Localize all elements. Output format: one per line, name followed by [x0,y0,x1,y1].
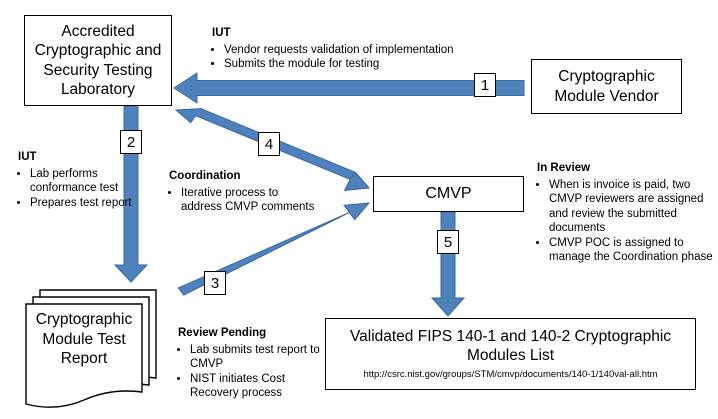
step-1-badge: 1 [474,73,496,97]
step-4-badge: 4 [258,132,280,156]
note-bullets: Iterative process to address CMVP commen… [169,186,319,215]
note-iut-vendor: IUT Vendor requests validation of implem… [212,26,502,72]
fips-list-node: Validated FIPS 140-1 and 140-2 Cryptogra… [325,318,696,390]
report-line-3: Report [60,350,108,367]
note-bullets: Lab performs conformance test Prepares t… [18,167,138,211]
step-5-badge: 5 [437,230,459,254]
step-3-badge: 3 [204,271,226,295]
note-bullet: Lab performs conformance test [30,167,138,196]
lab-line-4: Laboratory [60,81,136,98]
arrow-vendor-to-lab [173,72,525,104]
report-node: Cryptographic Module Test Report [14,288,159,398]
lab-line-1: Accredited [61,22,135,40]
note-bullet: Lab submits test report to CMVP [190,343,323,372]
note-bullet: Prepares test report [30,196,138,211]
note-heading: In Review [537,162,591,174]
note-iut-lab: IUT Lab performs conformance test Prepar… [18,150,138,210]
note-bullet: NIST initiates Cost Recovery process [190,372,323,401]
arrow-lab-cmvp-body [174,108,371,191]
vendor-line-1: Cryptographic [558,67,655,85]
report-line-2: Module Test [42,330,126,348]
note-bullet: When is invoice is paid, two CMVP review… [549,178,717,236]
note-heading: IUT [212,27,231,39]
lab-line-3: Security Testing [43,61,153,79]
note-in-review: In Review When is invoice is paid, two C… [537,161,717,265]
note-bullet: Vendor requests validation of implementa… [224,43,502,58]
note-heading: Coordination [169,170,241,182]
report-line-1: Cryptographic [35,311,133,328]
report-document-stack [25,289,157,408]
arrow-cmvp-to-fips [430,211,466,317]
vendor-line-2: Module Vendor [554,87,659,105]
note-bullet: Submits the module for testing [224,57,502,72]
fips-url: http://csrc.nist.gov/groups/STM/cmvp/doc… [363,368,658,380]
lab-line-2: Cryptographic and [34,42,162,59]
cmvp-label: CMVP [425,185,472,202]
note-heading: IUT [18,151,37,163]
note-coordination: Coordination Iterative process to addres… [169,169,319,215]
note-bullet: Iterative process to address CMVP commen… [181,186,319,215]
note-review-pending: Review Pending Lab submits test report t… [178,326,323,401]
step-2-badge: 2 [120,130,142,154]
fips-line-2: Modules List [466,346,554,364]
note-bullet: CMVP POC is assigned to manage the Coord… [549,236,717,265]
note-heading: Review Pending [178,327,267,339]
vendor-node: Cryptographic Module Vendor [531,59,682,114]
note-bullets: When is invoice is paid, two CMVP review… [537,178,717,265]
note-bullets: Vendor requests validation of implementa… [212,43,502,72]
note-bullets: Lab submits test report to CMVP NIST ini… [178,343,323,401]
fips-line-1: Validated FIPS 140-1 and 140-2 Cryptogra… [349,327,672,345]
cmvp-node: CMVP [373,176,524,212]
lab-node: Accredited Cryptographic and Security Te… [24,15,172,106]
